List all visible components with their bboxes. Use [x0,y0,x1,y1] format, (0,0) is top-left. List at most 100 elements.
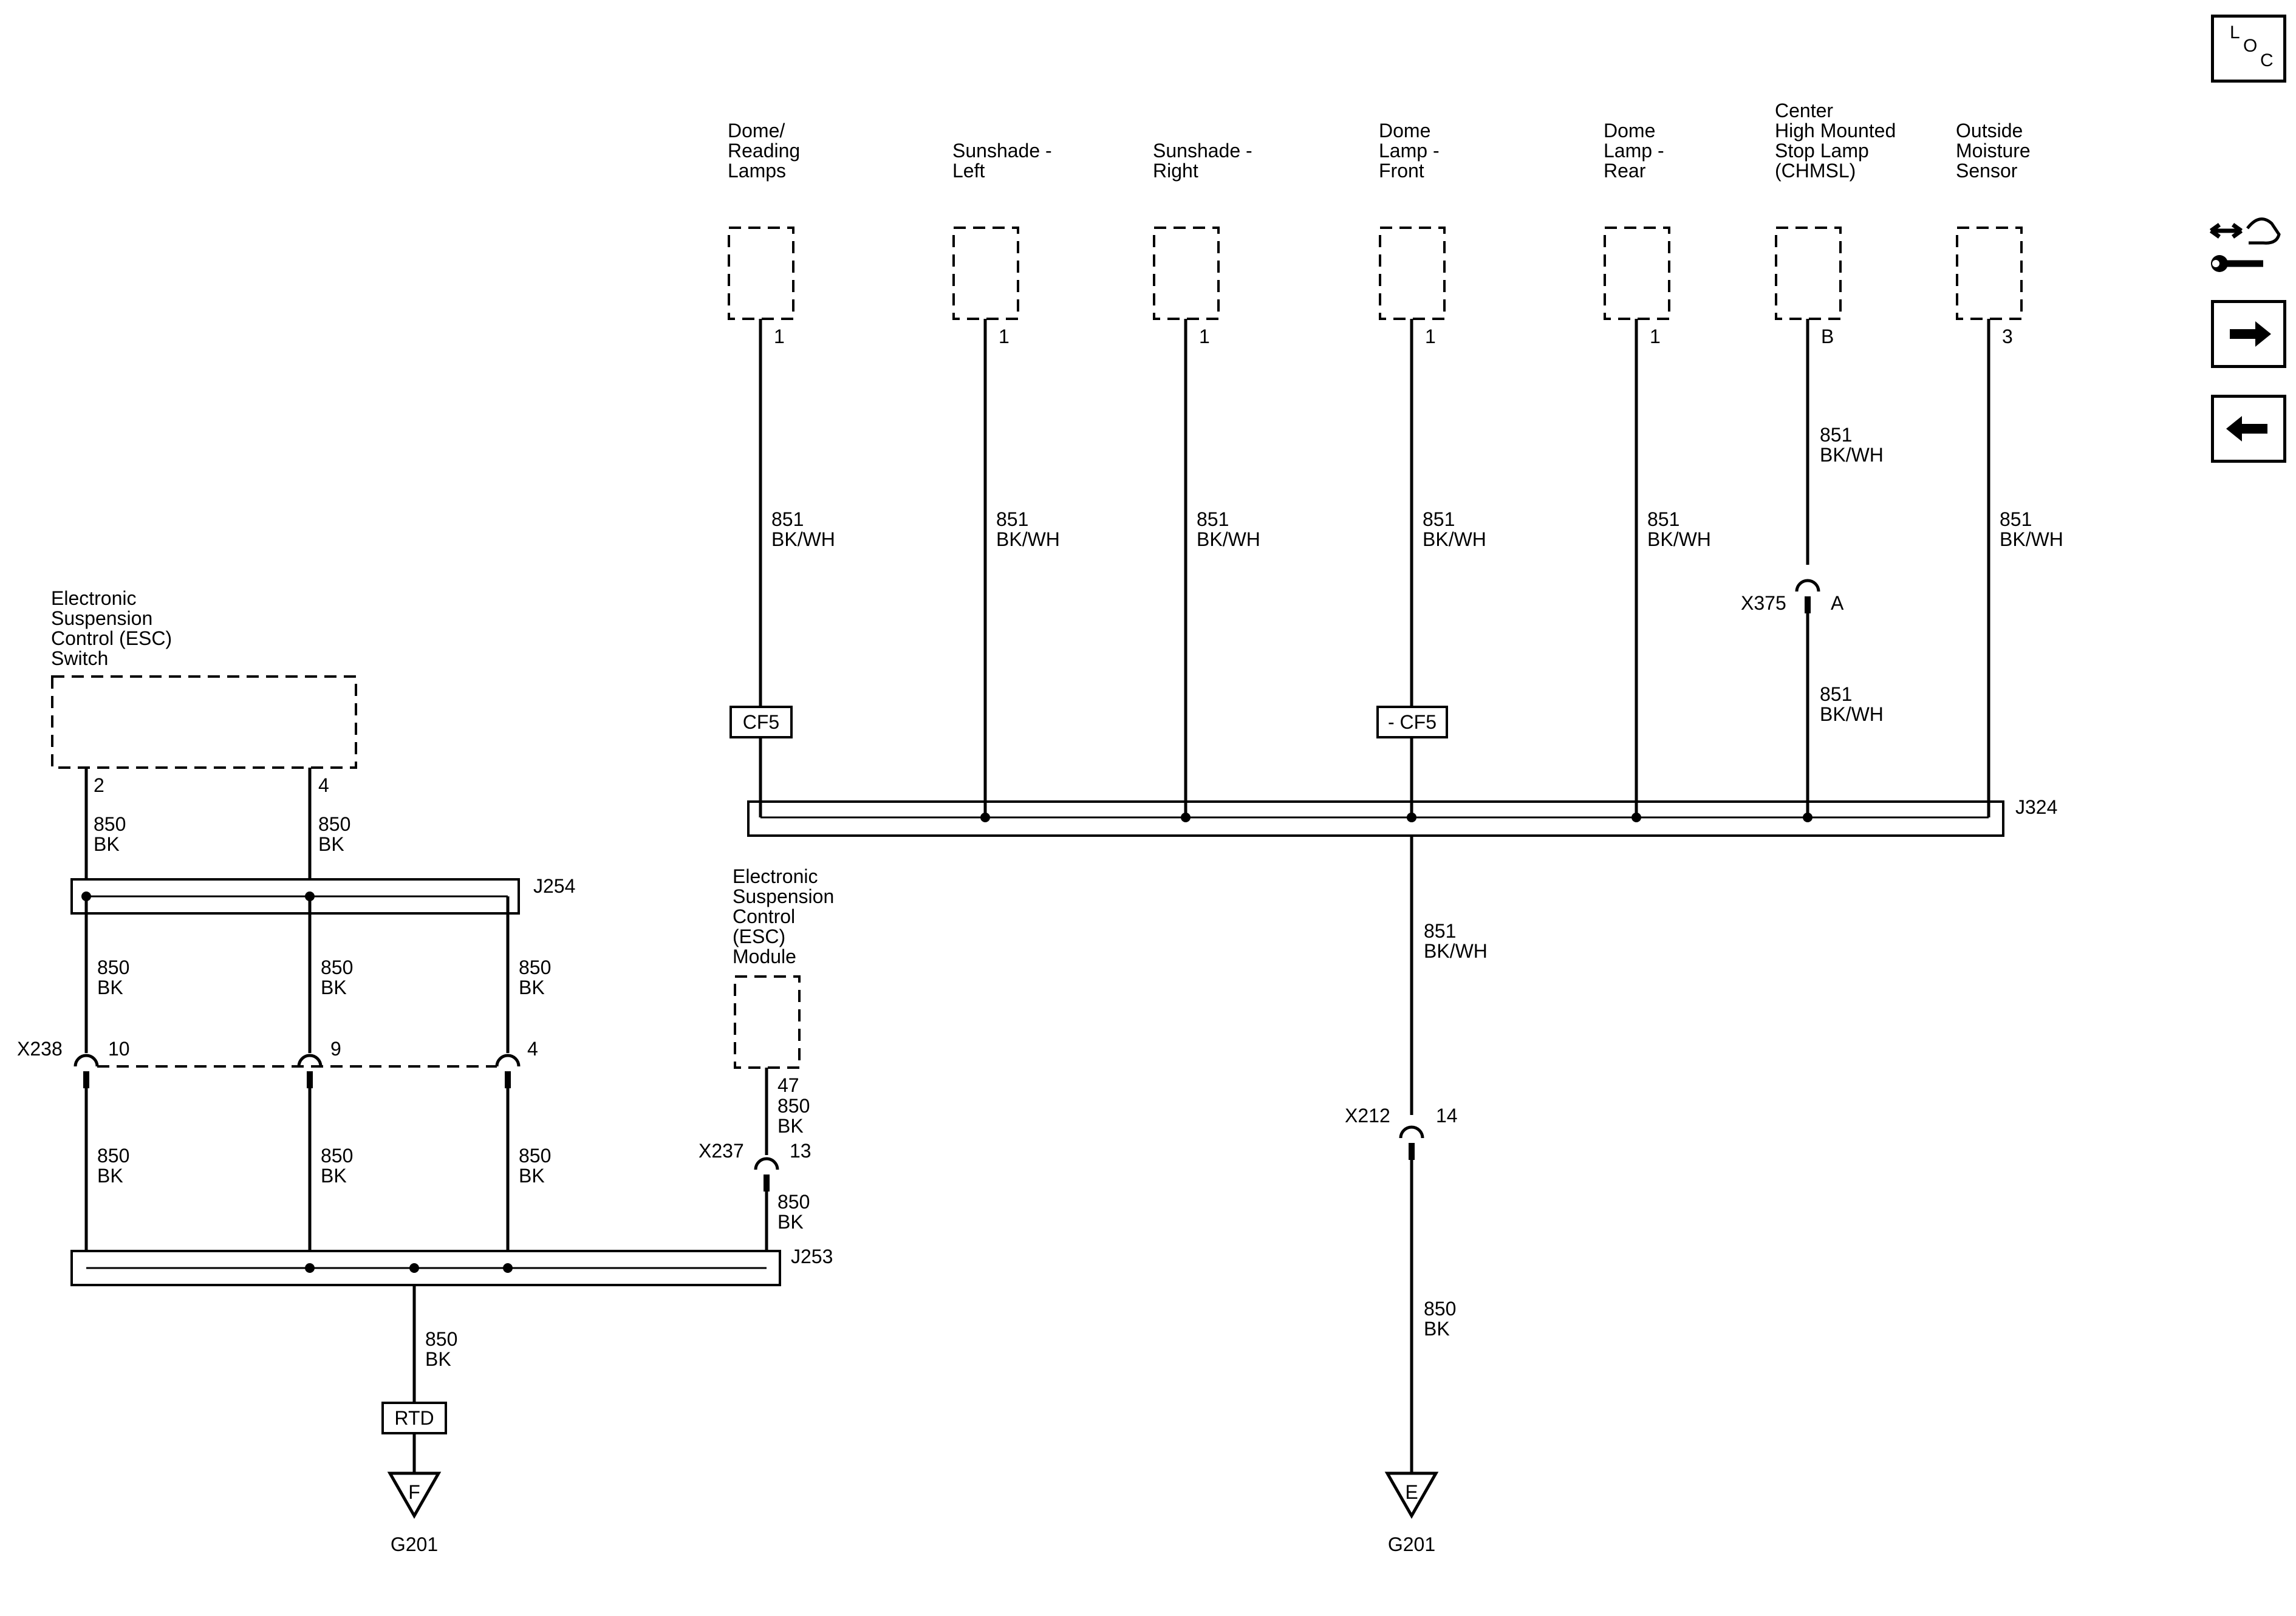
connector-pin [1805,596,1811,613]
splice-node [503,1263,513,1273]
ground-symbol [387,1471,442,1519]
component-label-esc-switch: Electronic [51,587,137,609]
option-box-rtd-label: RTD [394,1407,434,1429]
wire-label-850: BK [321,1165,347,1187]
wire-label-851: 851 [1423,508,1455,530]
wire-label-850: BK [519,1165,545,1187]
component-label-chmsl: High Mounted [1775,120,1896,141]
connector-pin [307,1071,313,1088]
connector-symbol [495,1054,521,1067]
service-icon[interactable] [2205,206,2284,279]
component-label-sunshade_left: Sunshade - [952,140,1052,162]
loc-letter-o: O [2243,36,2258,56]
component-label-dome_front: Lamp - [1379,140,1440,162]
component-label-esc-module: (ESC) [733,926,785,947]
component-label-dome_front: Front [1379,160,1424,182]
wire-label-850: BK [97,1165,123,1187]
wire-label-851: 851 [771,508,804,530]
option-box-cf5-neg-label: - CF5 [1388,711,1437,733]
wire-label-851: 851 [1197,508,1229,530]
component-label-chmsl: (CHMSL) [1775,160,1856,182]
connector-pin-x238: 10 [108,1038,130,1060]
wire-label-851: BK/WH [771,528,835,550]
splice-label-j324: J324 [2015,796,2057,818]
wire-label-850: BK [777,1211,804,1233]
component-sunshade_right [1153,227,1220,320]
loc-letter-c: C [2260,50,2274,70]
connector-symbol [73,1054,99,1067]
option-box-cf5-neg [1376,706,1448,738]
pin-label-dome_front: 1 [1425,326,1436,347]
pin-label-sunshade_right: 1 [1199,326,1210,347]
connector-pin [505,1071,511,1088]
wire-label-850: BK [1424,1318,1450,1340]
pin-label-moisture: 3 [2002,326,2013,347]
wire-label-851: BK/WH [996,528,1060,550]
component-label-esc-switch: Switch [51,647,108,669]
connector-label-x212: X212 [1345,1105,1390,1127]
wire-label-850: BK [321,977,347,998]
component-label-dome_rear: Dome [1604,120,1655,141]
connector-pin-x212: 14 [1436,1105,1458,1127]
wire-label-850: BK [318,833,344,855]
component-esc-module [734,975,801,1069]
component-label-esc-module: Suspension [733,885,834,907]
component-label-sunshade_left: Left [952,160,985,182]
next-arrow-icon [2230,321,2271,347]
component-label-esc-module: Control [733,905,795,927]
connector-pin [764,1174,770,1192]
wire-label-850: 850 [1424,1298,1456,1320]
wire-label-850: 850 [519,1145,551,1167]
wire-label-851: 851 [1820,683,1852,705]
wire-label-851: BK/WH [2000,528,2063,550]
ground-letter: E [1405,1481,1418,1503]
connector-pin-x237: 13 [790,1140,811,1162]
component-label-esc-module: Electronic [733,865,818,887]
wire-label-850: 850 [97,956,129,978]
component-label-sunshade_right: Right [1153,160,1198,182]
component-label-chmsl: Center [1775,100,1833,121]
wire-label-851: 851 [1424,920,1456,942]
connector-symbol [297,1054,323,1067]
wire-label-850: BK [777,1115,804,1137]
pin-label-dome_rear: 1 [1650,326,1661,347]
wire-label-850: BK [97,977,123,998]
wire-label-850: 850 [777,1191,810,1213]
next-arrow-button[interactable] [2211,300,2286,368]
previous-arrow-button[interactable] [2211,395,2286,463]
splice-label-j254: J254 [533,875,575,897]
component-label-dome_reading: Lamps [728,160,786,182]
wire-label-851: BK/WH [1820,444,1884,466]
component-dome_rear [1604,227,1670,320]
previous-arrow-icon [2226,416,2267,442]
wire-label-851: BK/WH [1820,703,1884,725]
component-label-chmsl: Stop Lamp [1775,140,1869,162]
connector-label-x375: X375 [1741,592,1786,614]
connector-label-x237: X237 [699,1140,744,1162]
component-label-dome_rear: Rear [1604,160,1646,182]
wire-label-850: 850 [519,956,551,978]
option-box-cf5 [729,706,793,738]
splice-node [305,1263,315,1273]
wire-label-850: 850 [321,956,353,978]
component-chmsl [1775,227,1842,320]
connector-label-x238: X238 [17,1038,63,1060]
pin-label-esc-switch-b: 4 [318,774,329,796]
wire-label-850: 850 [94,813,126,835]
splice-label-j253: J253 [791,1246,833,1267]
ground-label: G201 [1388,1533,1435,1555]
component-label-moisture: Sensor [1956,160,2018,182]
option-box-cf5-label: CF5 [743,711,779,733]
ground-letter: F [408,1481,420,1503]
pin-label-dome_reading: 1 [774,326,785,347]
wire-label-851: BK/WH [1423,528,1486,550]
ground-label: G201 [391,1533,438,1555]
component-dome_reading [728,227,794,320]
loc-button[interactable]: L O C [2211,15,2286,83]
splice-pack-j324 [747,800,2004,837]
wire-label-851: 851 [2000,508,2032,530]
splice-node [1181,813,1191,822]
component-label-esc-module: Module [733,946,796,967]
component-label-sunshade_right: Sunshade - [1153,140,1252,162]
